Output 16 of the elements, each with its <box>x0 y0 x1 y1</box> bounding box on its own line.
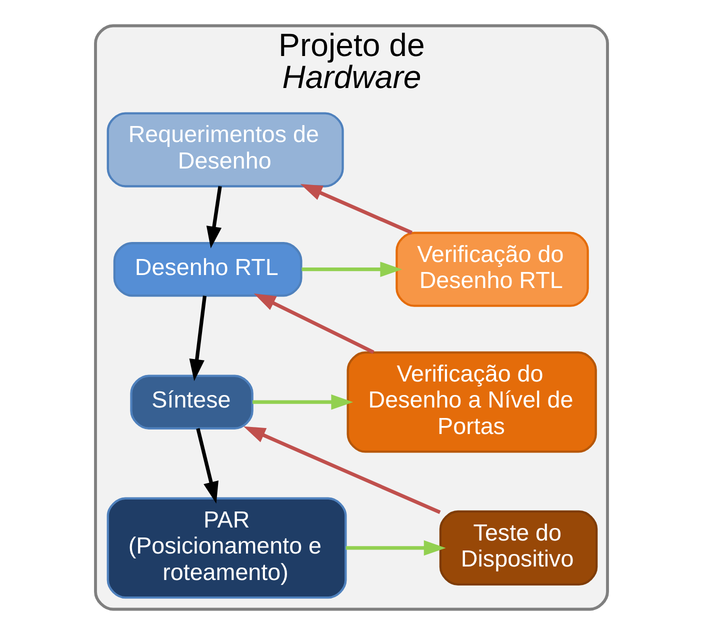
arrow <box>300 184 412 234</box>
arrow <box>253 293 374 354</box>
arrow <box>196 428 218 504</box>
arrow <box>188 296 206 382</box>
node-box: Desenho RTL <box>112 242 302 297</box>
node-box: Verificação do Desenho RTL <box>395 232 588 307</box>
arrow <box>243 426 440 514</box>
node-box: Requerimentos de Desenho <box>106 112 344 188</box>
arrow <box>345 540 446 556</box>
arrow <box>206 186 222 248</box>
node-box: Verificação do Desenho a Nível de Portas <box>346 351 596 453</box>
node-box: Teste do Dispositivo <box>438 510 598 586</box>
node-box: PAR (Posicionamento e roteamento) <box>106 497 346 599</box>
arrow <box>252 394 353 410</box>
node-box: Síntese <box>130 374 253 430</box>
arrow <box>301 262 402 278</box>
